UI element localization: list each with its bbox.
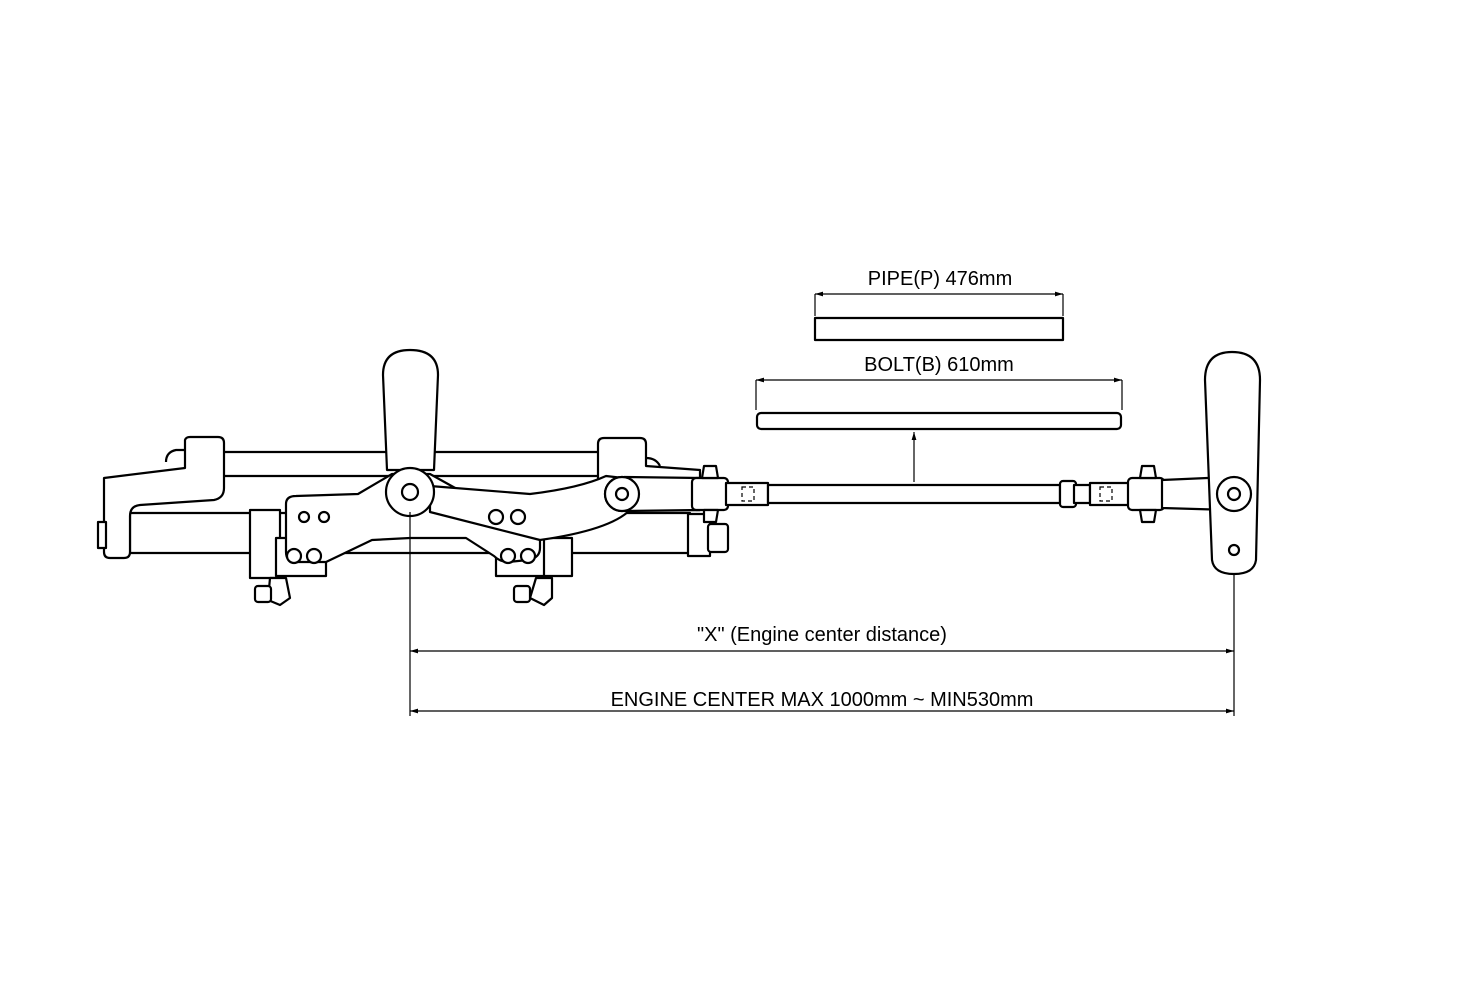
bolt-part: [755, 411, 1123, 431]
x-distance-label: "X" (Engine center distance): [697, 624, 947, 646]
bolt-label: BOLT(B) 610mm: [864, 354, 1014, 376]
engine-center-dimensions: [409, 512, 1235, 716]
pipe-label: PIPE(P) 476mm: [867, 268, 1013, 290]
bolt-dimension: [755, 377, 1123, 410]
pipe-part: [813, 316, 1065, 342]
engine-center-label: ENGINE CENTER MAX 1000mm ~ MIN530mm: [610, 689, 1034, 711]
right-tiller-arm: [1160, 350, 1262, 576]
pipe-dimension: [814, 291, 1064, 316]
tie-bar: [690, 464, 1166, 524]
left-cylinder-assembly: [96, 348, 730, 607]
